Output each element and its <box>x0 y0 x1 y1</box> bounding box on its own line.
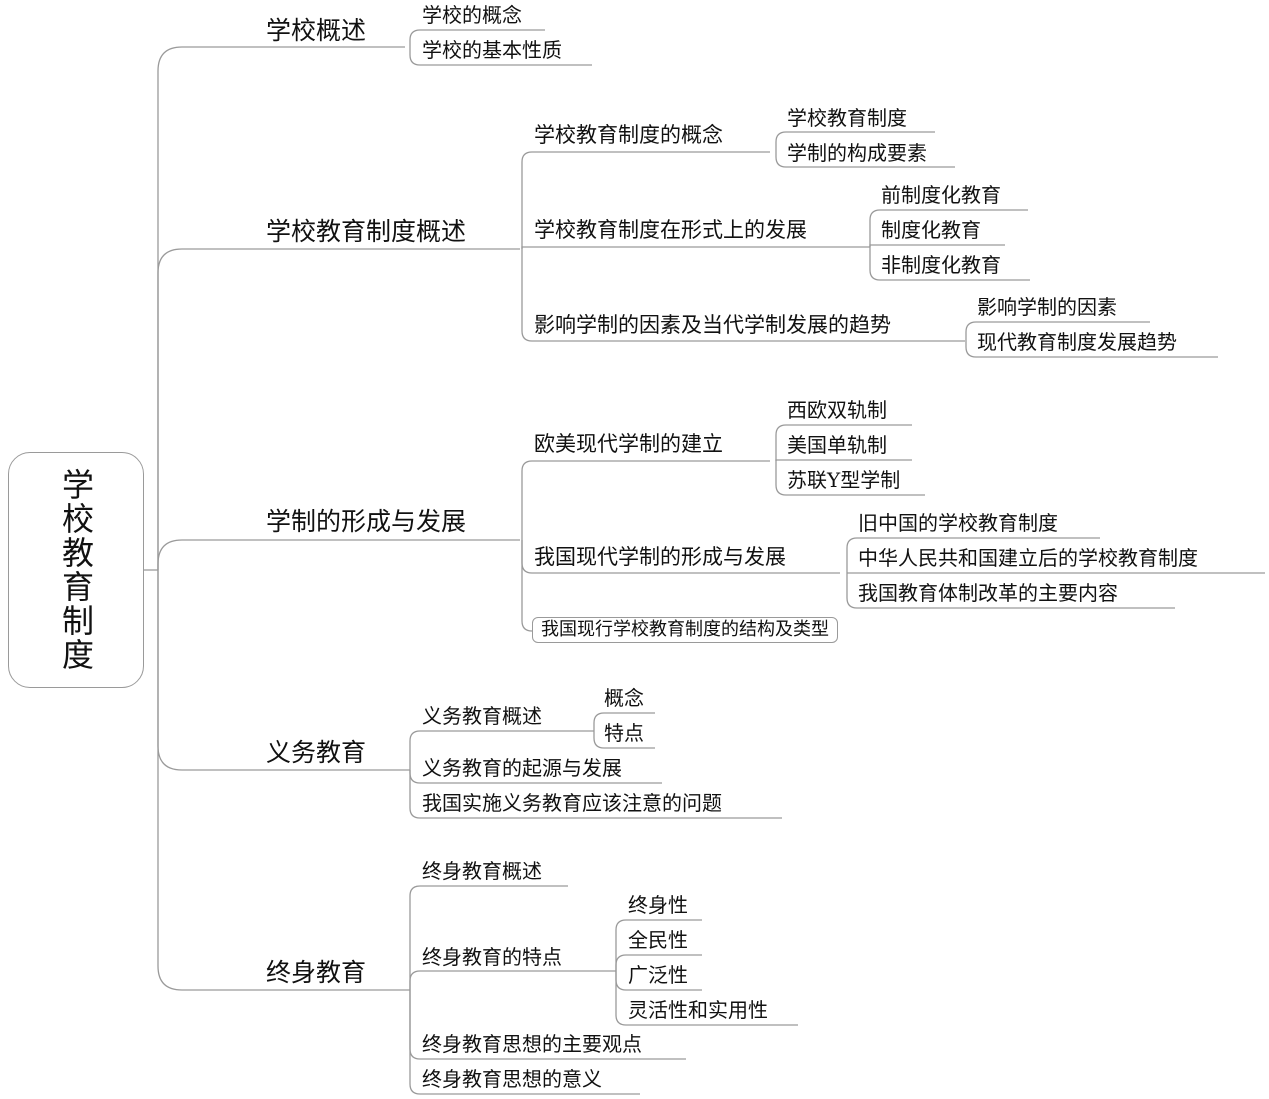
connector-4 <box>157 570 410 991</box>
node-non-institutional[interactable]: 非制度化教育 <box>881 253 1001 277</box>
connector-38 <box>615 971 798 1026</box>
branch-compulsory[interactable]: 义务教育 <box>266 738 367 767</box>
node-pre-institutional[interactable]: 前制度化教育 <box>881 183 1001 207</box>
node-lifelong[interactable]: 终身性 <box>628 893 688 917</box>
node-features[interactable]: 特点 <box>604 721 644 745</box>
connector-12 <box>869 209 1028 247</box>
connector-29 <box>593 712 655 731</box>
connector-30 <box>593 731 655 749</box>
node-broad[interactable]: 广泛性 <box>628 963 688 987</box>
node-school-system[interactable]: 学校教育制度 <box>787 106 907 130</box>
node-compulsory-overview[interactable]: 义务教育概述 <box>422 704 542 728</box>
connector-36 <box>615 954 702 971</box>
node-system-concept[interactable]: 学校教育制度的概念 <box>534 123 723 147</box>
connector-22 <box>775 461 925 496</box>
connector-1 <box>157 248 520 570</box>
node-prc[interactable]: 中华人民共和国建立后的学校教育制度 <box>858 546 1198 570</box>
connector-23 <box>846 537 1100 573</box>
connector-13 <box>869 244 1005 247</box>
connector-31 <box>409 885 568 990</box>
connector-16 <box>965 341 1218 358</box>
node-compulsory-origin[interactable]: 义务教育的起源与发展 <box>422 756 622 780</box>
node-lifelong-overview[interactable]: 终身教育概述 <box>422 859 542 883</box>
node-current-structure[interactable]: 我国现行学校教育制度的结构及类型 <box>532 617 838 643</box>
connector-5 <box>409 29 545 47</box>
node-system-form-development[interactable]: 学校教育制度在形式上的发展 <box>534 218 807 242</box>
connector-26 <box>409 730 594 770</box>
node-school-nature[interactable]: 学校的基本性质 <box>422 38 562 62</box>
connector-15 <box>965 321 1150 341</box>
branch-school-overview[interactable]: 学校概述 <box>266 16 367 45</box>
node-single-track[interactable]: 美国单轨制 <box>787 433 887 457</box>
root-node[interactable]: 学校教育制度 <box>8 452 144 688</box>
connector-32 <box>409 970 616 990</box>
node-modern-trends[interactable]: 现代教育制度发展趋势 <box>977 330 1177 354</box>
node-lifelong-meaning[interactable]: 终身教育思想的意义 <box>422 1067 602 1091</box>
root-label: 学校教育制度 <box>57 468 95 672</box>
connector-19 <box>521 540 533 632</box>
node-concept[interactable]: 概念 <box>604 686 644 710</box>
node-old-china[interactable]: 旧中国的学校教育制度 <box>858 511 1058 535</box>
connector-11 <box>775 152 955 168</box>
connector-34 <box>409 990 640 1095</box>
connector-10 <box>775 131 935 152</box>
connector-7 <box>521 151 770 249</box>
node-compulsory-issues[interactable]: 我国实施义务教育应该注意的问题 <box>422 791 722 815</box>
node-factors-trends[interactable]: 影响学制的因素及当代学制发展的趋势 <box>534 313 891 337</box>
node-universal[interactable]: 全民性 <box>628 928 688 952</box>
node-lifelong-views[interactable]: 终身教育思想的主要观点 <box>422 1032 642 1056</box>
connector-21 <box>775 459 912 461</box>
node-system-elements[interactable]: 学制的构成要素 <box>787 141 927 165</box>
connector-17 <box>521 460 770 540</box>
connector-6 <box>409 47 592 66</box>
node-flexible[interactable]: 灵活性和实用性 <box>628 998 768 1022</box>
connector-0 <box>157 46 405 570</box>
connector-9 <box>521 249 965 342</box>
connector-35 <box>615 919 702 971</box>
node-institutional[interactable]: 制度化教育 <box>881 218 981 242</box>
branch-lifelong[interactable]: 终身教育 <box>266 958 367 987</box>
connector-2 <box>157 539 520 570</box>
branch-system-overview[interactable]: 学校教育制度概述 <box>266 217 467 246</box>
branch-system-formation[interactable]: 学制的形成与发展 <box>266 507 467 536</box>
node-china-formation[interactable]: 我国现代学制的形成与发展 <box>534 545 786 569</box>
node-reform[interactable]: 我国教育体制改革的主要内容 <box>858 581 1118 605</box>
connector-25 <box>846 573 1175 609</box>
connector-20 <box>775 424 912 461</box>
connector-8 <box>521 246 870 249</box>
node-euro-american[interactable]: 欧美现代学制的建立 <box>534 432 723 456</box>
connector-14 <box>869 247 1030 281</box>
node-y-type[interactable]: 苏联Y型学制 <box>787 468 901 492</box>
node-lifelong-features[interactable]: 终身教育的特点 <box>422 945 562 969</box>
connector-28 <box>409 770 782 819</box>
node-factors[interactable]: 影响学制的因素 <box>977 295 1117 319</box>
node-dual-track[interactable]: 西欧双轨制 <box>787 398 887 422</box>
node-school-concept[interactable]: 学校的概念 <box>422 3 522 27</box>
